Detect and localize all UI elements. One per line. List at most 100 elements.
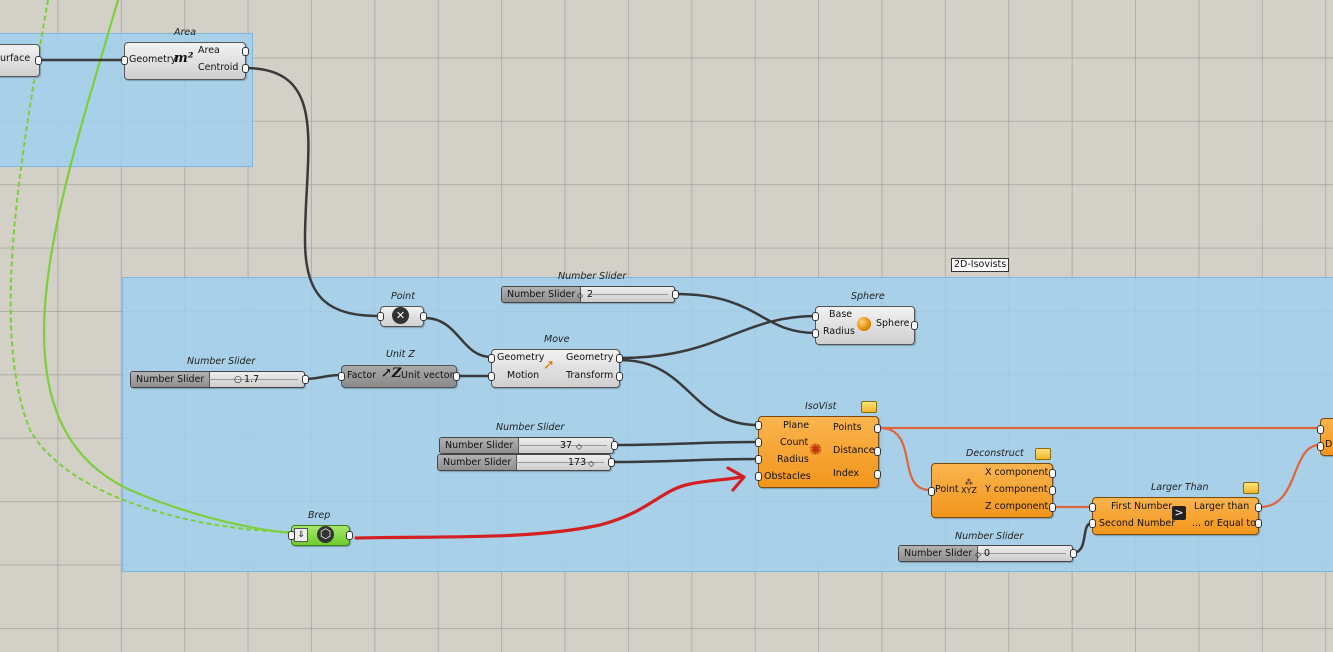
- slider-title: Number Slider: [187, 356, 256, 367]
- area-title: Area: [174, 27, 197, 38]
- isovist-output-points: Points: [833, 422, 862, 433]
- brep-title: Brep: [308, 510, 331, 521]
- number-slider-factor[interactable]: Number Slider Number Slider 1.7 ○: [130, 355, 309, 389]
- deconstruct-title: Deconstruct: [966, 448, 1024, 459]
- slider-title: Number Slider: [558, 271, 627, 282]
- isovist-output-index: Index: [833, 468, 860, 479]
- deconstruct-input-point: Point: [935, 484, 959, 495]
- brep-hexagon-icon: ⬡: [317, 526, 334, 543]
- move-input-motion: Motion: [507, 370, 540, 381]
- sphere-input-radius: Radius: [823, 326, 855, 337]
- move-component[interactable]: Move Geometry Motion ➚ Geometry Transfor…: [488, 333, 625, 389]
- point-move-wire: [423, 316, 493, 359]
- brep-wire-a: [43, 0, 291, 535]
- largerthan-message-badge[interactable]: [1243, 482, 1259, 494]
- factor-unitz-wire: [303, 373, 342, 381]
- move-sphere-base-wire: [619, 314, 817, 360]
- area-output-centroid: Centroid: [198, 62, 239, 73]
- sphere-output: Sphere: [876, 318, 910, 329]
- annotation-arrow: [354, 475, 744, 540]
- area-input-geometry: Geometry: [129, 54, 177, 65]
- surface-label: Surface: [0, 53, 31, 64]
- deconstruct-message-badge[interactable]: [1035, 448, 1051, 460]
- greater-than-icon: >: [1172, 506, 1186, 520]
- point-cross-icon: ✕: [392, 307, 409, 324]
- number-slider-sphere-radius[interactable]: Number Slider Number Slider 2 ◇: [501, 270, 679, 304]
- brep-wire-b: [9, 0, 291, 533]
- move-title: Move: [544, 334, 570, 345]
- largerthan-input-first: First Number: [1111, 501, 1173, 512]
- unit-z-icon: ↗Z: [381, 366, 402, 381]
- edge-component[interactable]: Di: [1317, 418, 1333, 458]
- count-isovist-wire: [612, 440, 759, 447]
- isovist-input-radius: Radius: [777, 454, 809, 465]
- isovist-star-icon: ✺: [809, 440, 823, 459]
- isovist-output-distance: Distance: [833, 445, 875, 456]
- slider-grip-icon[interactable]: ◇: [577, 291, 584, 300]
- slider-value: 173: [568, 457, 587, 468]
- unitz-title: Unit Z: [386, 349, 415, 360]
- move-isovist-plane-wire: [619, 358, 759, 427]
- largerthan-input-second: Second Number: [1099, 518, 1176, 529]
- slider-grip-icon[interactable]: ◇: [588, 459, 595, 468]
- largerthan-output-larger: Larger than: [1194, 501, 1250, 512]
- move-arrow-icon: ➚: [543, 357, 555, 373]
- unitz-input-factor: Factor: [347, 370, 377, 381]
- point-param[interactable]: Point ✕: [377, 290, 427, 330]
- sphere-input-base: Base: [829, 309, 853, 320]
- brep-param[interactable]: Brep ⇓ ⬡: [288, 509, 354, 549]
- edge-port-label: Di: [1325, 439, 1333, 450]
- number-slider-zero[interactable]: Number Slider Number Slider 0 ◇: [898, 530, 1077, 564]
- slider-value: 2: [587, 289, 594, 300]
- slider-grip-icon[interactable]: ◇: [975, 550, 982, 559]
- slider-label: Number Slider: [899, 546, 979, 561]
- slider-label: Number Slider: [131, 372, 211, 387]
- sphere-icon: [857, 317, 871, 331]
- slider-grip-icon[interactable]: ○: [234, 375, 242, 385]
- move-output-geometry: Geometry: [566, 352, 614, 363]
- deconstruct-output-x: X component: [985, 467, 1049, 478]
- isovist-input-plane: Plane: [783, 420, 810, 431]
- largerthan-title: Larger Than: [1151, 482, 1209, 493]
- move-output-transform: Transform: [566, 370, 614, 381]
- unitz-output-vector: Unit vector: [401, 370, 454, 381]
- larger-edge-wire: [1259, 443, 1321, 509]
- group-label-isovists[interactable]: 2D-Isovists: [951, 258, 1010, 272]
- sphere-component[interactable]: Sphere Base Radius Sphere: [812, 290, 919, 346]
- deconstruct-output-y: Y component: [985, 484, 1048, 495]
- area-component[interactable]: Area Geometry m² Area Centroid: [121, 26, 252, 82]
- point-title: Point: [391, 291, 415, 302]
- brep-download-icon: ⇓: [294, 528, 308, 542]
- isovist-component[interactable]: IsoVist Plane Count Radius Obstacles ✺ P…: [755, 400, 885, 490]
- slider-title: Number Slider: [955, 531, 1024, 542]
- isovist-title: IsoVist: [805, 401, 837, 412]
- isoradius-isovist-wire: [609, 457, 759, 464]
- slider-grip-icon[interactable]: ◇: [576, 442, 583, 451]
- move-input-geometry: Geometry: [497, 352, 545, 363]
- centroid-point-wire: [244, 66, 381, 318]
- slider-value: 37: [560, 440, 573, 451]
- slider-value: 0: [984, 548, 991, 559]
- area-output-area: Area: [198, 45, 220, 56]
- slider-label: Number Slider: [502, 287, 582, 302]
- slider-value: 1.7: [244, 374, 260, 385]
- number-slider-isoradius[interactable]: Number Slider 173 ◇: [437, 454, 615, 472]
- slider-label: Number Slider: [440, 438, 520, 453]
- annotation-arrowhead: [726, 466, 746, 492]
- larger-than-component[interactable]: Larger Than First Number Second Number >…: [1089, 481, 1265, 537]
- deconstruct-xyz-icon: ⁂XYZ: [961, 478, 977, 495]
- largerthan-output-equal: ... or Equal to: [1192, 518, 1256, 529]
- slider-label: Number Slider: [438, 455, 518, 470]
- number-slider-count[interactable]: Number Slider Number Slider 37 ◇: [439, 421, 618, 454]
- deconstruct-component[interactable]: Deconstruct Point ⁂XYZ X component Y com…: [927, 447, 1057, 521]
- sphere-title: Sphere: [851, 291, 885, 302]
- slider-sphere-radius-wire: [674, 292, 817, 335]
- isovist-input-obstacles: Obstacles: [764, 471, 811, 482]
- area-m2-icon: m²: [174, 51, 194, 66]
- points-deconstruct-wire: [879, 426, 931, 492]
- isovist-input-count: Count: [780, 437, 809, 448]
- surface-param[interactable]: Surface: [0, 44, 42, 77]
- isovist-message-badge[interactable]: [861, 401, 877, 413]
- deconstruct-output-z: Z component: [985, 501, 1049, 512]
- unit-z-component[interactable]: Unit Z Factor ↗Z Unit vector: [338, 348, 461, 390]
